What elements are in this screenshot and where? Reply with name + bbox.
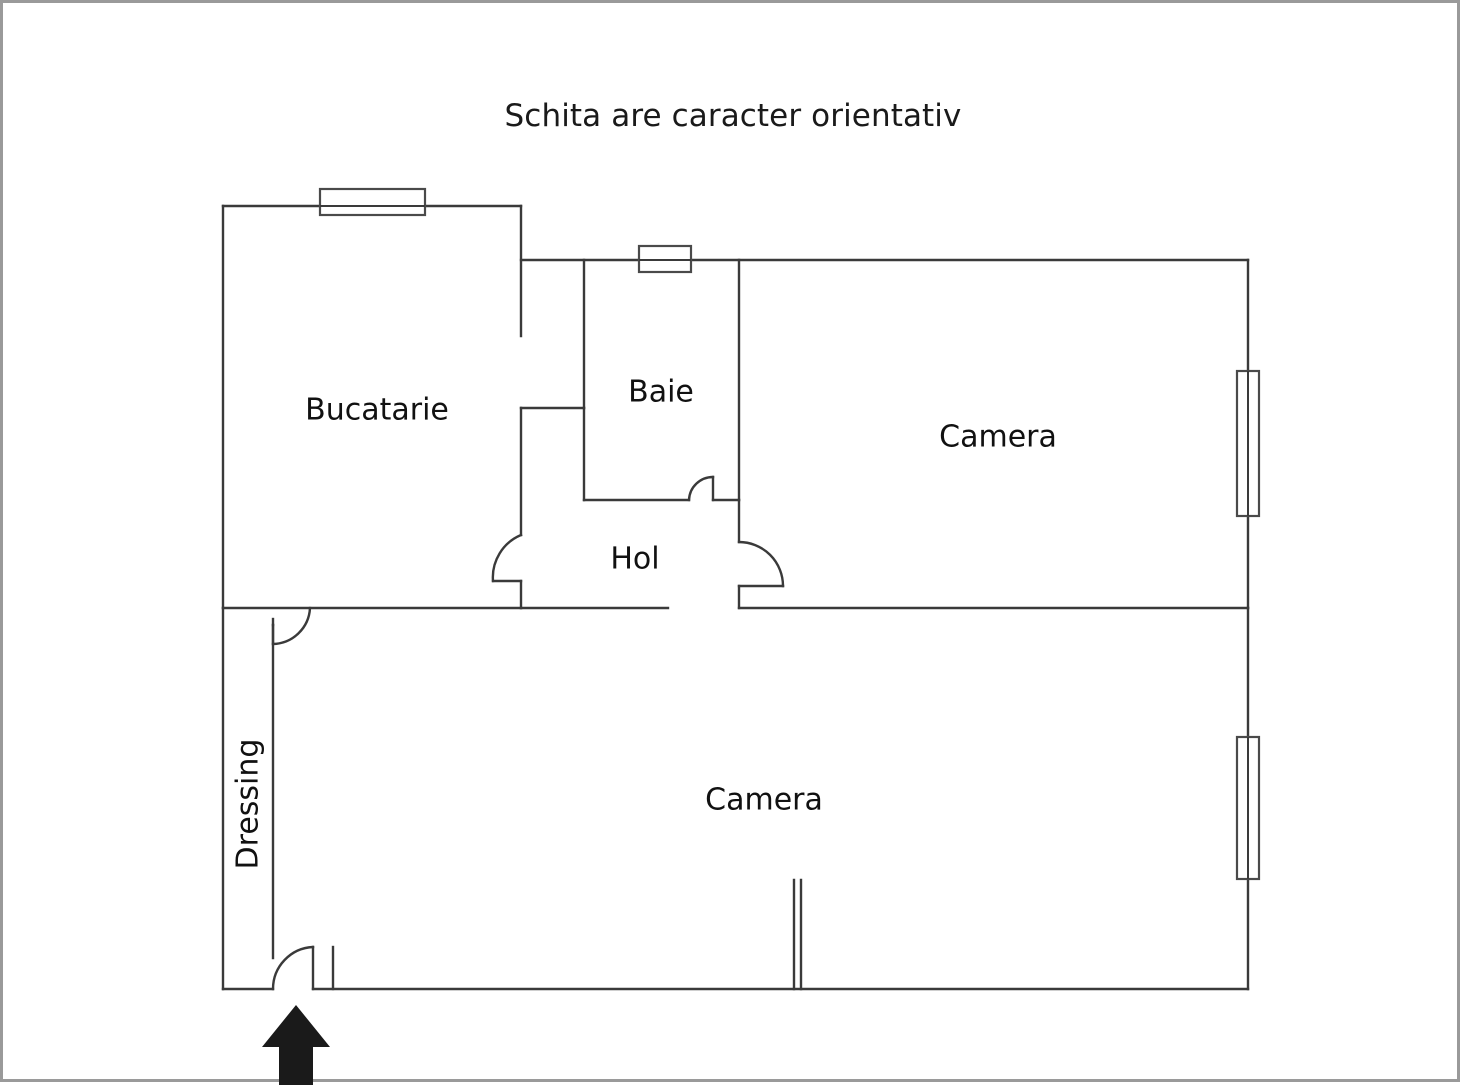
door-arc-hol-camera [737, 540, 785, 588]
floor-plan-drawing [221, 187, 1261, 1085]
wall-lines [221, 204, 1250, 991]
room-label-camera-right: Camera [939, 419, 1057, 455]
door-arc-entrance [271, 945, 315, 991]
door-arc-baie-hol [687, 475, 715, 502]
door-arc-bucatarie-hol [491, 533, 523, 583]
window-kitchen-top [318, 187, 427, 217]
entrance-arrow-group [262, 1005, 330, 1085]
door-arc-bucatarie-camera [271, 606, 312, 646]
page-title: Schita are caracter orientativ [504, 98, 962, 134]
room-label-hol: Hol [610, 541, 660, 577]
room-label-bucatarie: Bucatarie [305, 392, 449, 428]
room-label-camera-bottom: Camera [705, 782, 823, 818]
room-label-baie: Baie [628, 374, 694, 410]
window-wall-throughlines [320, 205, 1249, 879]
entrance-arrow [262, 1005, 330, 1085]
room-label-dressing: Dressing [230, 738, 266, 870]
window-symbols [318, 187, 1261, 881]
